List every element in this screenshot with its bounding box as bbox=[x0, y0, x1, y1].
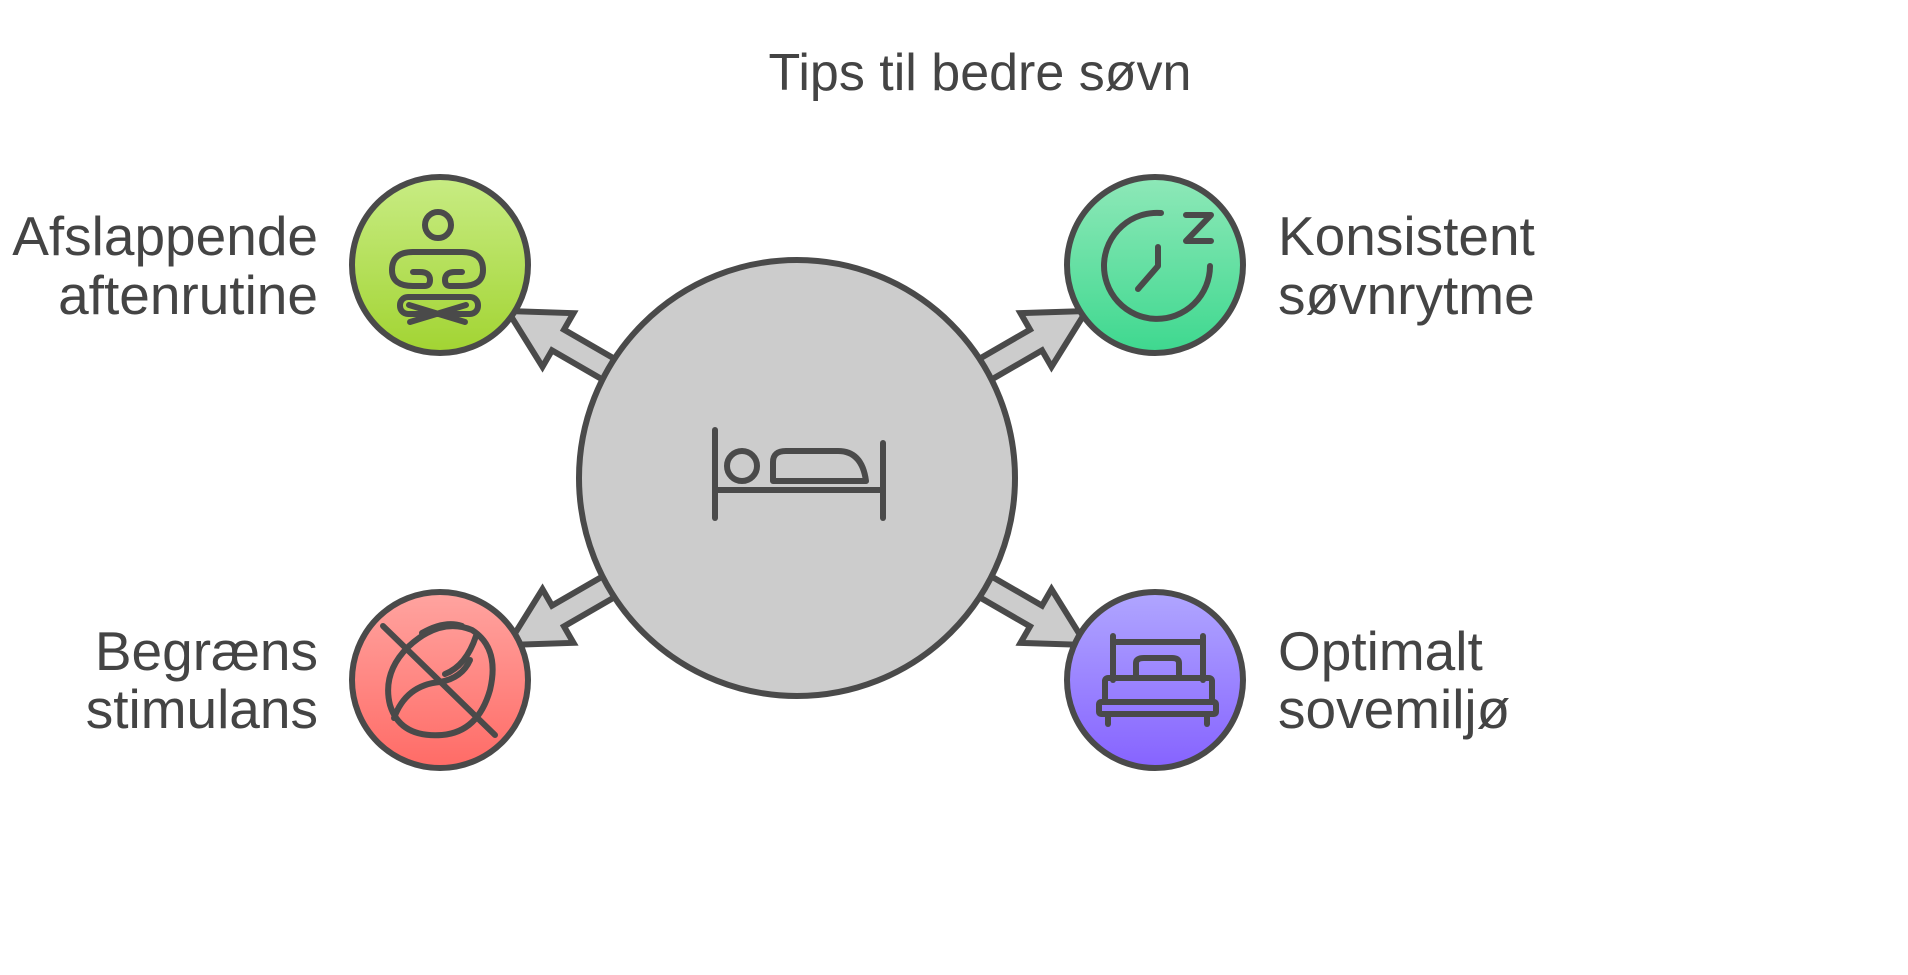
tip-label-line: Begræns bbox=[95, 620, 318, 682]
clock-zzz-icon bbox=[1101, 209, 1214, 322]
tip-label-line: aftenrutine bbox=[58, 264, 318, 326]
tip-label-line: Optimalt bbox=[1278, 620, 1483, 682]
double-bed-icon bbox=[1096, 633, 1219, 727]
tip-label-stimulants: Begræns stimulans bbox=[86, 620, 318, 740]
tip-label-line: søvnrytme bbox=[1278, 264, 1535, 326]
diagram-title: Tips til bedre søvn bbox=[769, 44, 1192, 102]
tip-node-environment bbox=[1064, 589, 1246, 771]
tip-label-relax: Afslappende aftenrutine bbox=[12, 205, 318, 326]
tip-circle-relax bbox=[349, 174, 531, 356]
meditation-icon bbox=[389, 209, 486, 325]
bed-icon bbox=[712, 427, 886, 521]
tip-label-line: sovemiljø bbox=[1278, 678, 1510, 740]
tip-label-line: Afslappende bbox=[12, 205, 318, 267]
tip-node-stimulants bbox=[349, 589, 531, 771]
tip-label-line: Konsistent bbox=[1278, 205, 1535, 267]
no-coffee-bean-icon bbox=[380, 621, 498, 739]
tip-node-relax bbox=[349, 174, 531, 356]
tip-label-rhythm: Konsistent søvnrytme bbox=[1278, 205, 1535, 326]
center-node bbox=[576, 257, 1018, 699]
tip-label-environment: Optimalt sovemiljø bbox=[1278, 620, 1510, 740]
tip-node-rhythm bbox=[1064, 174, 1246, 356]
tip-label-line: stimulans bbox=[86, 678, 318, 740]
